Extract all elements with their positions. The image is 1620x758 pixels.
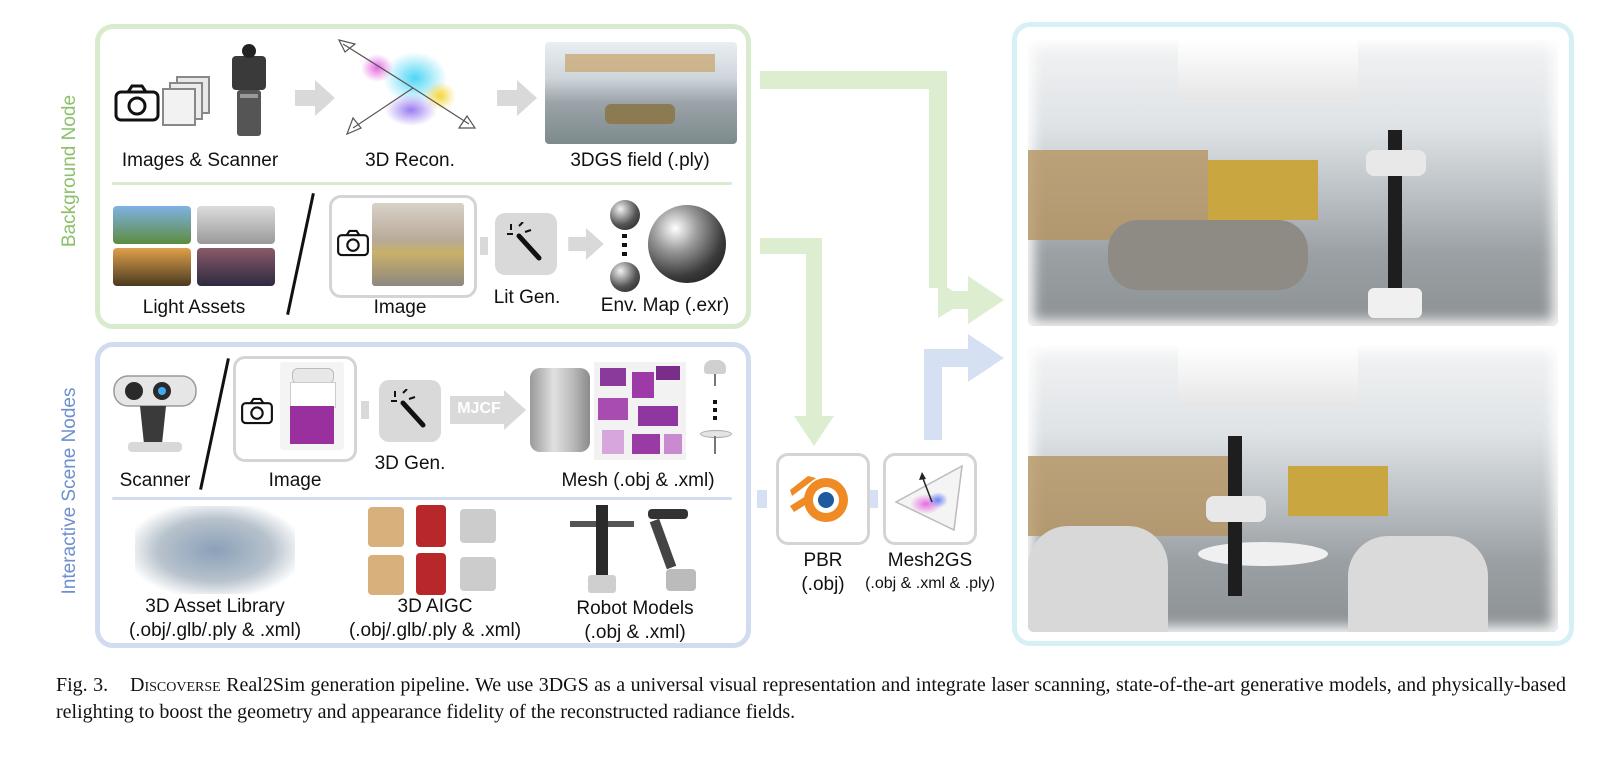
arrow-icon [497, 80, 537, 116]
handheld-scanner-icon [228, 42, 270, 138]
aigc-format: (.obj/.glb/.ply & .xml) [348, 620, 522, 641]
small-sphere-top [610, 200, 640, 230]
cup-mesh [530, 368, 590, 452]
asset-library-collage [135, 506, 295, 594]
mesh-label: Mesh (.obj & .xml) [561, 470, 715, 491]
asset-library-format: (.obj/.glb/.ply & .xml) [128, 620, 302, 641]
connector-dash [480, 237, 488, 255]
mesh2gs-label: Mesh2GS [887, 550, 973, 571]
blender-icon [790, 476, 848, 522]
pbr-format: (.obj) [801, 574, 845, 595]
env-map-sphere [648, 205, 726, 283]
light-assets-label: Light Assets [142, 297, 246, 318]
table-model [700, 428, 732, 456]
scanner-label: Scanner [119, 470, 191, 491]
image-label: Image [268, 470, 322, 491]
3d-gen-label: 3D Gen. [374, 453, 446, 474]
caption-text: Real2Sim generation pipeline. We use 3DG… [56, 674, 1566, 723]
recon-label: 3D Recon. [365, 150, 455, 171]
robot-models-label: Robot Models [576, 598, 694, 619]
robot-models-format: (.obj & .xml) [584, 622, 686, 643]
env-map-label: Env. Map (.exr) [600, 295, 730, 316]
lobby-photo [372, 203, 464, 286]
image-label: Image [373, 297, 427, 318]
light-assets-grid [113, 206, 275, 286]
texture-atlas [594, 362, 686, 460]
arrow-icon [568, 228, 604, 260]
scanner-icon [113, 375, 197, 452]
chair-model [700, 360, 730, 388]
camera-icon [337, 229, 369, 257]
aigc-objects [366, 505, 502, 597]
arrow-icon [295, 80, 335, 116]
ellipsis-dots [713, 400, 717, 420]
gaussian-splat-icon [894, 464, 963, 532]
ellipsis-dots [622, 234, 627, 258]
figure-caption: Fig. 3. Discoverse Real2Sim generation p… [56, 672, 1566, 726]
scene-top-render [1028, 40, 1558, 326]
camera-icon [114, 84, 160, 122]
connector-dash [361, 401, 369, 419]
caption-system-name: Discoverse [130, 674, 221, 696]
image-stack-icon [162, 76, 210, 126]
gaussian-splat-icon [337, 39, 477, 136]
magic-wand-icon [507, 222, 542, 261]
camera-icon [241, 397, 273, 425]
aigc-label: 3D AIGC [397, 596, 473, 617]
3dgs-field-image [545, 42, 737, 144]
mesh2gs-format: (.obj & .xml & .ply) [865, 575, 995, 592]
images-scanner-label: Images & Scanner [121, 150, 279, 171]
small-sphere-bottom [610, 262, 640, 292]
interactive-divider [112, 497, 732, 500]
mjcf-arrow-icon [450, 390, 526, 430]
magic-wand-icon [391, 389, 426, 428]
pbr-label: PBR [803, 550, 843, 571]
caption-fig-number: Fig. 3. [56, 674, 109, 696]
mjcf-label: MJCF [457, 400, 501, 417]
lit-gen-label: Lit Gen. [493, 287, 561, 308]
asset-library-label: 3D Asset Library [145, 596, 285, 617]
scene-bottom-render [1028, 346, 1558, 632]
background-divider [112, 182, 732, 185]
robot-models [566, 505, 706, 597]
cup-photo [280, 362, 344, 450]
3dgs-field-label: 3DGS field (.ply) [570, 150, 710, 171]
